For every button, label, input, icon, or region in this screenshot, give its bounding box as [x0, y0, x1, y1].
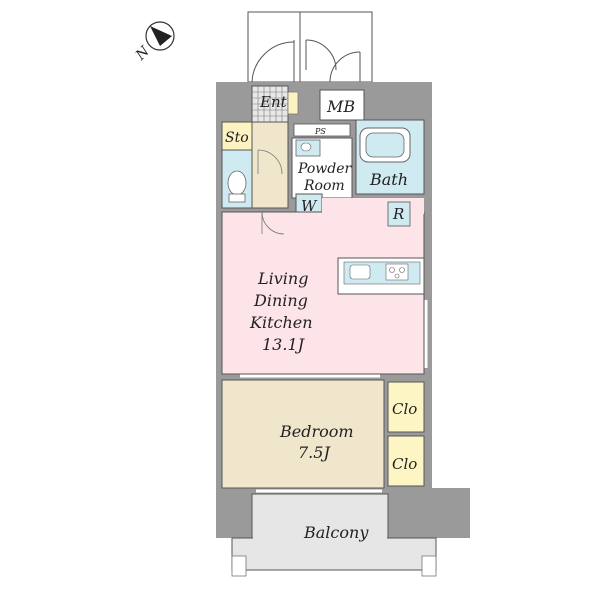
- storage-label: Sto: [225, 130, 249, 146]
- hall-door-swing: [257, 149, 283, 175]
- ldk-label-3: Kitchen: [249, 313, 313, 332]
- refrigerator: [387, 201, 411, 227]
- compass: N: [132, 21, 175, 64]
- hallway: [251, 121, 289, 209]
- powder-room-label-2: Room: [303, 178, 345, 194]
- closet-lower-label: Clo: [392, 455, 417, 473]
- bedroom-label: Bedroom: [279, 422, 354, 441]
- bedroom-size: 7.5J: [298, 443, 331, 462]
- corridor-doors: [247, 11, 373, 83]
- washer-label: W: [301, 197, 318, 215]
- closet-upper-label: Clo: [392, 400, 417, 418]
- powder-room-label-1: Powder: [297, 161, 353, 177]
- pipe-space-label: PS: [314, 127, 326, 136]
- door-swing-2: [329, 51, 361, 83]
- toilet-room: [221, 149, 253, 209]
- north-arrow-icon: [150, 26, 172, 46]
- storage-room: Sto: [221, 121, 253, 151]
- bedroom: Bedroom 7.5J: [221, 379, 385, 489]
- washer-area: W: [295, 193, 323, 217]
- shoe-box: [287, 91, 299, 115]
- closet-lower: Clo: [387, 435, 425, 487]
- meter-box-label: MB: [326, 97, 355, 116]
- pipe-space: PS: [293, 123, 351, 137]
- ldk-label-1: Living: [257, 269, 308, 288]
- stove-icon: [385, 263, 409, 281]
- entrance-label: Ent: [259, 93, 288, 111]
- sink-icon: [349, 264, 371, 280]
- ldk-room: R Living Dining Kitchen 13.1J: [221, 198, 428, 375]
- ldk-size: 13.1J: [262, 335, 306, 354]
- refrigerator-label: R: [392, 205, 404, 223]
- meter-box: MB: [319, 89, 365, 121]
- balcony: Balcony: [231, 493, 437, 577]
- closet-upper: Clo: [387, 381, 425, 433]
- bath-label: Bath: [369, 170, 408, 189]
- door-swing-1: [251, 41, 295, 83]
- ldk-label-2: Dining: [253, 291, 308, 310]
- toilet-icon: [227, 170, 247, 196]
- balcony-label: Balcony: [303, 523, 369, 542]
- bathroom: Bath: [355, 119, 425, 195]
- powder-room: Powder Room: [291, 137, 353, 199]
